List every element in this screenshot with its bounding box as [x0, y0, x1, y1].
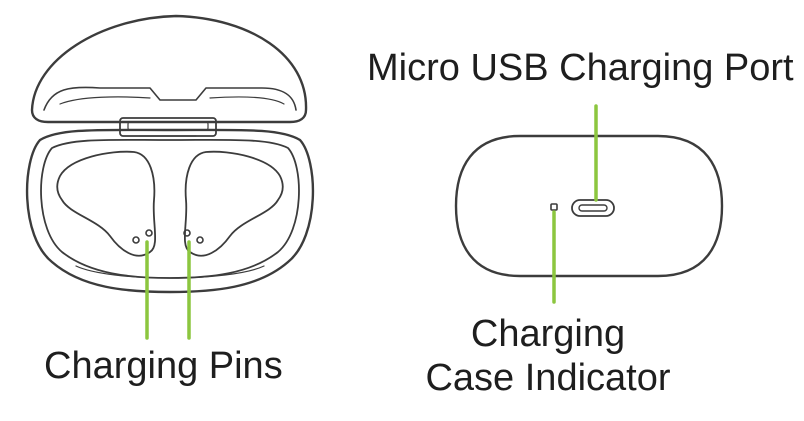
indicator-label-line-2: Case Indicator — [425, 357, 671, 399]
charging-pin — [145, 229, 153, 237]
indicator-label-line-1: Charging — [470, 313, 626, 355]
charging-pin — [132, 236, 140, 244]
charging-pins — [132, 229, 204, 244]
callout-lines — [145, 104, 598, 340]
case-lid-inner-rim — [43, 86, 297, 111]
micro-usb-port-label: Micro USB Charging Port — [367, 47, 794, 89]
closed-charging-case — [454, 134, 724, 278]
charging-pins-label: Charging Pins — [44, 345, 283, 387]
case-base-inner-rim — [40, 138, 300, 279]
case-lid — [30, 14, 308, 124]
charging-case-indicator-label: Charging Case Indicator — [418, 312, 678, 400]
case-hinge — [119, 117, 217, 137]
case-base — [25, 128, 315, 294]
charging-pin — [183, 229, 191, 237]
left-earbud-cavity — [56, 150, 157, 257]
charging-pin — [196, 236, 204, 244]
micro-usb-port — [571, 199, 615, 217]
right-earbud-cavity — [183, 150, 284, 257]
open-charging-case — [25, 14, 315, 294]
closed-case-body — [454, 134, 724, 278]
charging-indicator-light — [550, 203, 558, 211]
